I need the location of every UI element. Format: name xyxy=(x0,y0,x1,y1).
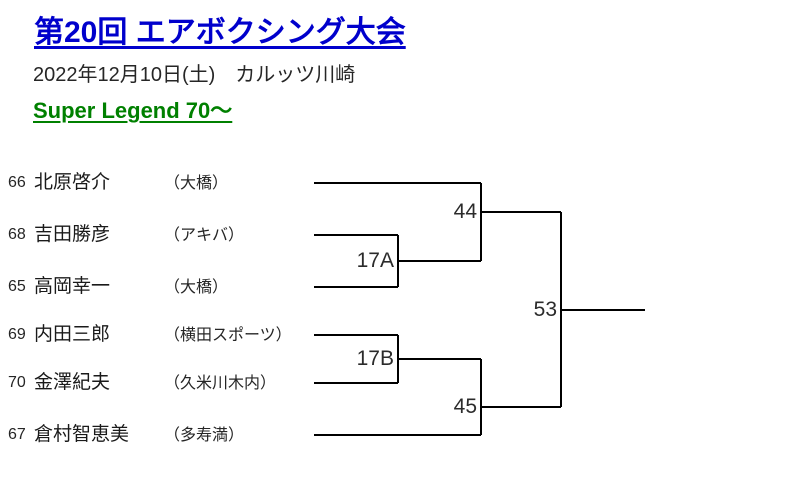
event-date: 2022年12月10日(土) カルッツ川崎 xyxy=(33,64,356,86)
participant-club: （久米川木内） xyxy=(164,375,277,392)
participant-number: 68 xyxy=(8,226,26,243)
participant-club: （大橋） xyxy=(164,279,229,296)
participant-number: 66 xyxy=(8,174,26,191)
participant-number: 67 xyxy=(8,426,26,443)
participant-name: 高岡幸一 xyxy=(34,276,111,297)
participant-name: 吉田勝彦 xyxy=(34,224,111,245)
participant-name: 金澤紀夫 xyxy=(34,372,111,393)
participant-club: （横田スポーツ） xyxy=(164,327,292,344)
event-category: Super Legend 70〜 xyxy=(33,98,233,123)
participant-number: 69 xyxy=(8,326,26,343)
match-label-17B: 17B xyxy=(356,347,394,370)
participant-name: 北原啓介 xyxy=(34,172,111,193)
participant-number: 65 xyxy=(8,278,26,295)
match-label-44: 44 xyxy=(453,200,477,223)
participant-name: 内田三郎 xyxy=(34,324,111,345)
match-label-53: 53 xyxy=(533,298,557,321)
participant-number: 70 xyxy=(8,374,26,391)
match-label-45: 45 xyxy=(453,395,477,418)
participant-club: （アキバ） xyxy=(164,227,245,244)
participant-club: （大橋） xyxy=(164,175,229,192)
participant-name: 倉村智恵美 xyxy=(34,424,130,445)
match-label-17A: 17A xyxy=(356,249,394,272)
page-title: 第20回 エアボクシング大会 xyxy=(34,16,406,49)
participant-club: （多寿満） xyxy=(164,427,245,444)
